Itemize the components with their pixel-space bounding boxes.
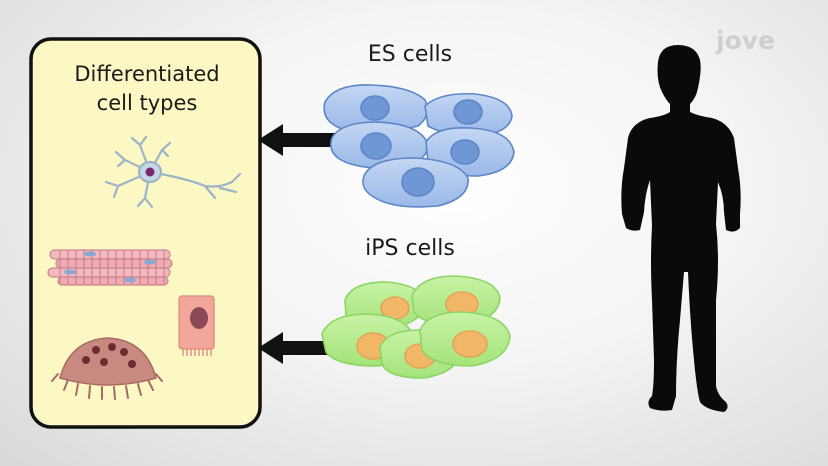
panel-title-line1: Differentiated: [74, 62, 220, 86]
osteoclast-cell-illustration: [51, 337, 163, 400]
es-cells-cluster: [323, 84, 515, 208]
neuron-illustration: [104, 135, 242, 209]
panel-title-line2: cell types: [96, 91, 198, 115]
muscle-fibers-illustration: [47, 249, 173, 286]
arrow-es-to-differentiated: [258, 124, 340, 156]
ips-cells-cluster: [321, 275, 511, 379]
ips-cells-label: iPS cells: [365, 236, 455, 261]
jove-logo: jove: [716, 26, 775, 55]
human-silhouette: [621, 45, 741, 412]
epithelial-cell-illustration: [178, 295, 215, 356]
es-cells-label: ES cells: [367, 42, 453, 67]
panel-title: Differentiated cell types: [36, 60, 258, 118]
